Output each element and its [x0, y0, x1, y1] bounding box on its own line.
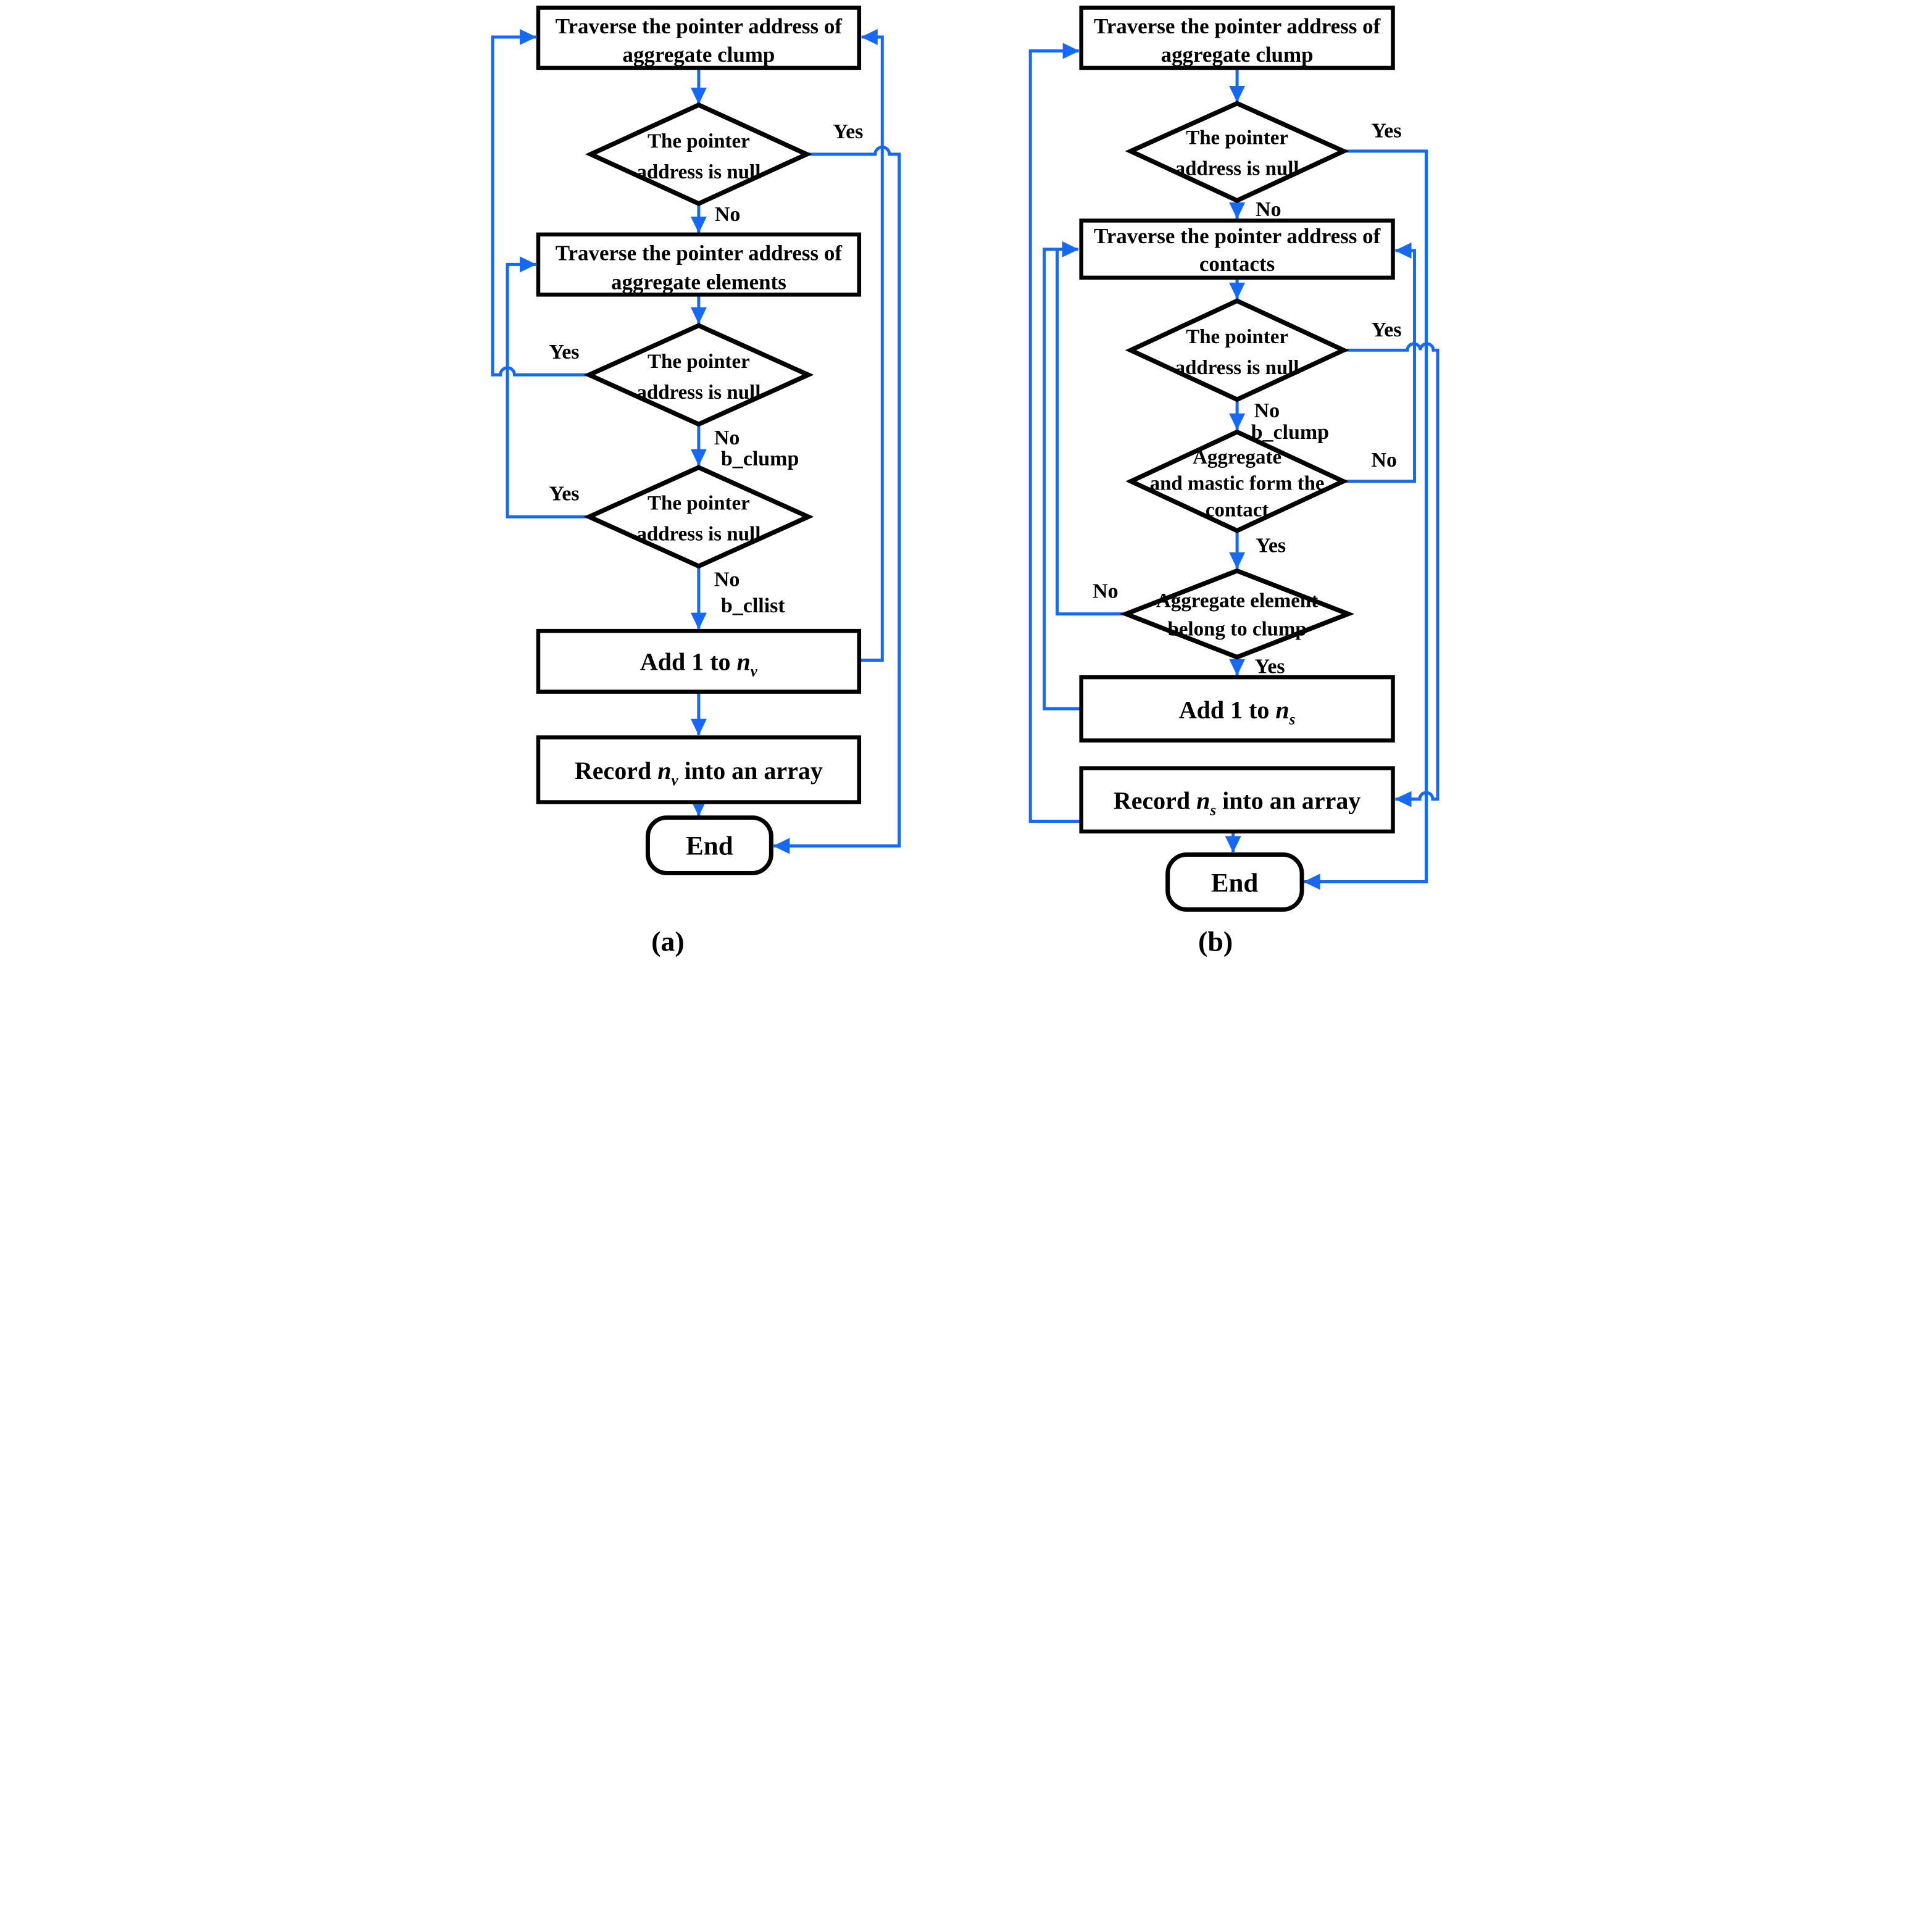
process-b-traverse-contacts-line1: Traverse the pointer address of — [1093, 224, 1380, 248]
terminator-a-end — [645, 815, 773, 876]
process-b-add-one — [1078, 675, 1395, 743]
decision-b-belong — [1119, 568, 1354, 660]
decision-b-contact — [1125, 429, 1349, 533]
edge-b-left-merged-into-contacts — [1042, 241, 1081, 710]
decision-a-null3-line2: address is null — [636, 523, 760, 546]
edge-a-null2-yes-loop — [491, 28, 588, 377]
process-a-traverse-elements-line1: Traverse the pointer address of — [555, 241, 842, 265]
edge-a-add-loop-to-clump — [859, 28, 884, 662]
process-b-traverse-contacts — [1078, 219, 1395, 280]
edge-b-record-loop-to-clump — [1028, 43, 1081, 823]
edge-b-contact-no-loop — [1343, 242, 1416, 483]
flowchart-figure: Traverse the pointer address of aggregat… — [482, 0, 1447, 966]
process-a-traverse-elements — [536, 232, 861, 297]
decision-b-contact-line2: and mastic form the — [1149, 473, 1324, 495]
process-b-traverse-clump-line1: Traverse the pointer address of — [1093, 14, 1380, 38]
decision-b-null2-line1: The pointer — [1186, 326, 1288, 348]
caption-b: (b) — [1198, 925, 1233, 957]
process-b-traverse-contacts-line2: contacts — [1199, 252, 1274, 276]
process-b-record — [1078, 766, 1395, 834]
process-a-record — [536, 735, 861, 804]
label-b-null2-branch-tag: b_clump — [1251, 421, 1328, 444]
decision-a-null1-line2: address is null — [636, 161, 760, 183]
label-b-contact-no: No — [1371, 449, 1397, 472]
decision-a-null1 — [585, 102, 812, 207]
decision-b-null1 — [1125, 101, 1349, 204]
process-a-add-one-label: Add 1 to nv — [640, 648, 757, 680]
label-a-null2-branch-tag: b_clump — [720, 448, 798, 470]
process-b-add-one-label: Add 1 to ns — [1178, 696, 1295, 728]
decision-b-null2-line2: address is null — [1175, 357, 1299, 379]
decision-a-null3-line1: The pointer — [648, 493, 750, 515]
decision-a-null2 — [583, 323, 814, 427]
label-b-null2-yes: Yes — [1371, 319, 1401, 341]
chart-a: Traverse the pointer address of aggregat… — [491, 6, 901, 957]
decision-a-null3 — [583, 465, 814, 569]
decision-b-null1-line1: The pointer — [1186, 127, 1288, 149]
label-a-null2-yes: Yes — [549, 341, 579, 364]
decision-a-null1-line1: The pointer — [648, 130, 750, 152]
terminator-b-end — [1165, 852, 1304, 912]
process-b-record-label: Record ns into an array — [1113, 787, 1360, 819]
decision-a-null2-line1: The pointer — [648, 351, 750, 373]
label-b-null1-no: No — [1256, 198, 1281, 221]
label-a-null1-no: No — [714, 203, 740, 226]
label-b-belong-yes: Yes — [1254, 656, 1285, 678]
process-a-traverse-clump — [536, 6, 861, 70]
edge-a-null1-yes-to-end — [772, 146, 901, 854]
decision-b-belong-line1: Aggregate element — [1156, 590, 1318, 612]
process-a-traverse-elements-line2: aggregate elements — [610, 270, 786, 294]
label-a-null1-yes: Yes — [833, 120, 863, 143]
chart-b: Traverse the pointer address of aggregat… — [1028, 6, 1439, 957]
decision-b-contact-line1: Aggregate — [1193, 446, 1281, 468]
decision-a-null2-line2: address is null — [636, 381, 760, 404]
edge-a-null3-yes-loop — [505, 256, 588, 518]
decision-b-null2 — [1125, 298, 1349, 402]
flowchart-canvas: Traverse the pointer address of aggregat… — [482, 0, 1447, 966]
label-b-belong-no: No — [1093, 580, 1119, 603]
decision-b-contact-line3: contact — [1205, 499, 1269, 522]
label-b-null1-yes: Yes — [1371, 119, 1401, 142]
terminator-b-end-label: End — [1210, 869, 1258, 898]
process-b-traverse-clump — [1078, 6, 1395, 70]
edge-b-belong-no-rail — [1055, 249, 1125, 616]
process-b-traverse-clump-line2: aggregate clump — [1160, 43, 1313, 67]
label-b-null2-no: No — [1254, 399, 1280, 422]
decision-b-null1-line2: address is null — [1175, 157, 1299, 180]
decision-b-belong-line2: belong to clump — [1167, 618, 1306, 641]
label-a-null2-no: No — [714, 427, 740, 449]
label-a-null3-no: No — [714, 568, 740, 591]
edge-b-null1-yes-to-end — [1303, 149, 1428, 890]
caption-a: (a) — [651, 925, 685, 957]
process-a-add-one — [536, 628, 861, 694]
label-b-contact-yes: Yes — [1256, 535, 1286, 557]
process-a-record-label: Record nv into an array — [574, 757, 822, 789]
process-a-traverse-clump-line2: aggregate clump — [622, 43, 775, 67]
label-a-null3-yes: Yes — [549, 483, 579, 506]
process-a-traverse-clump-line1: Traverse the pointer address of — [555, 14, 842, 38]
terminator-a-end-label: End — [686, 832, 733, 861]
label-a-null3-branch-tag: b_cllist — [720, 594, 785, 617]
